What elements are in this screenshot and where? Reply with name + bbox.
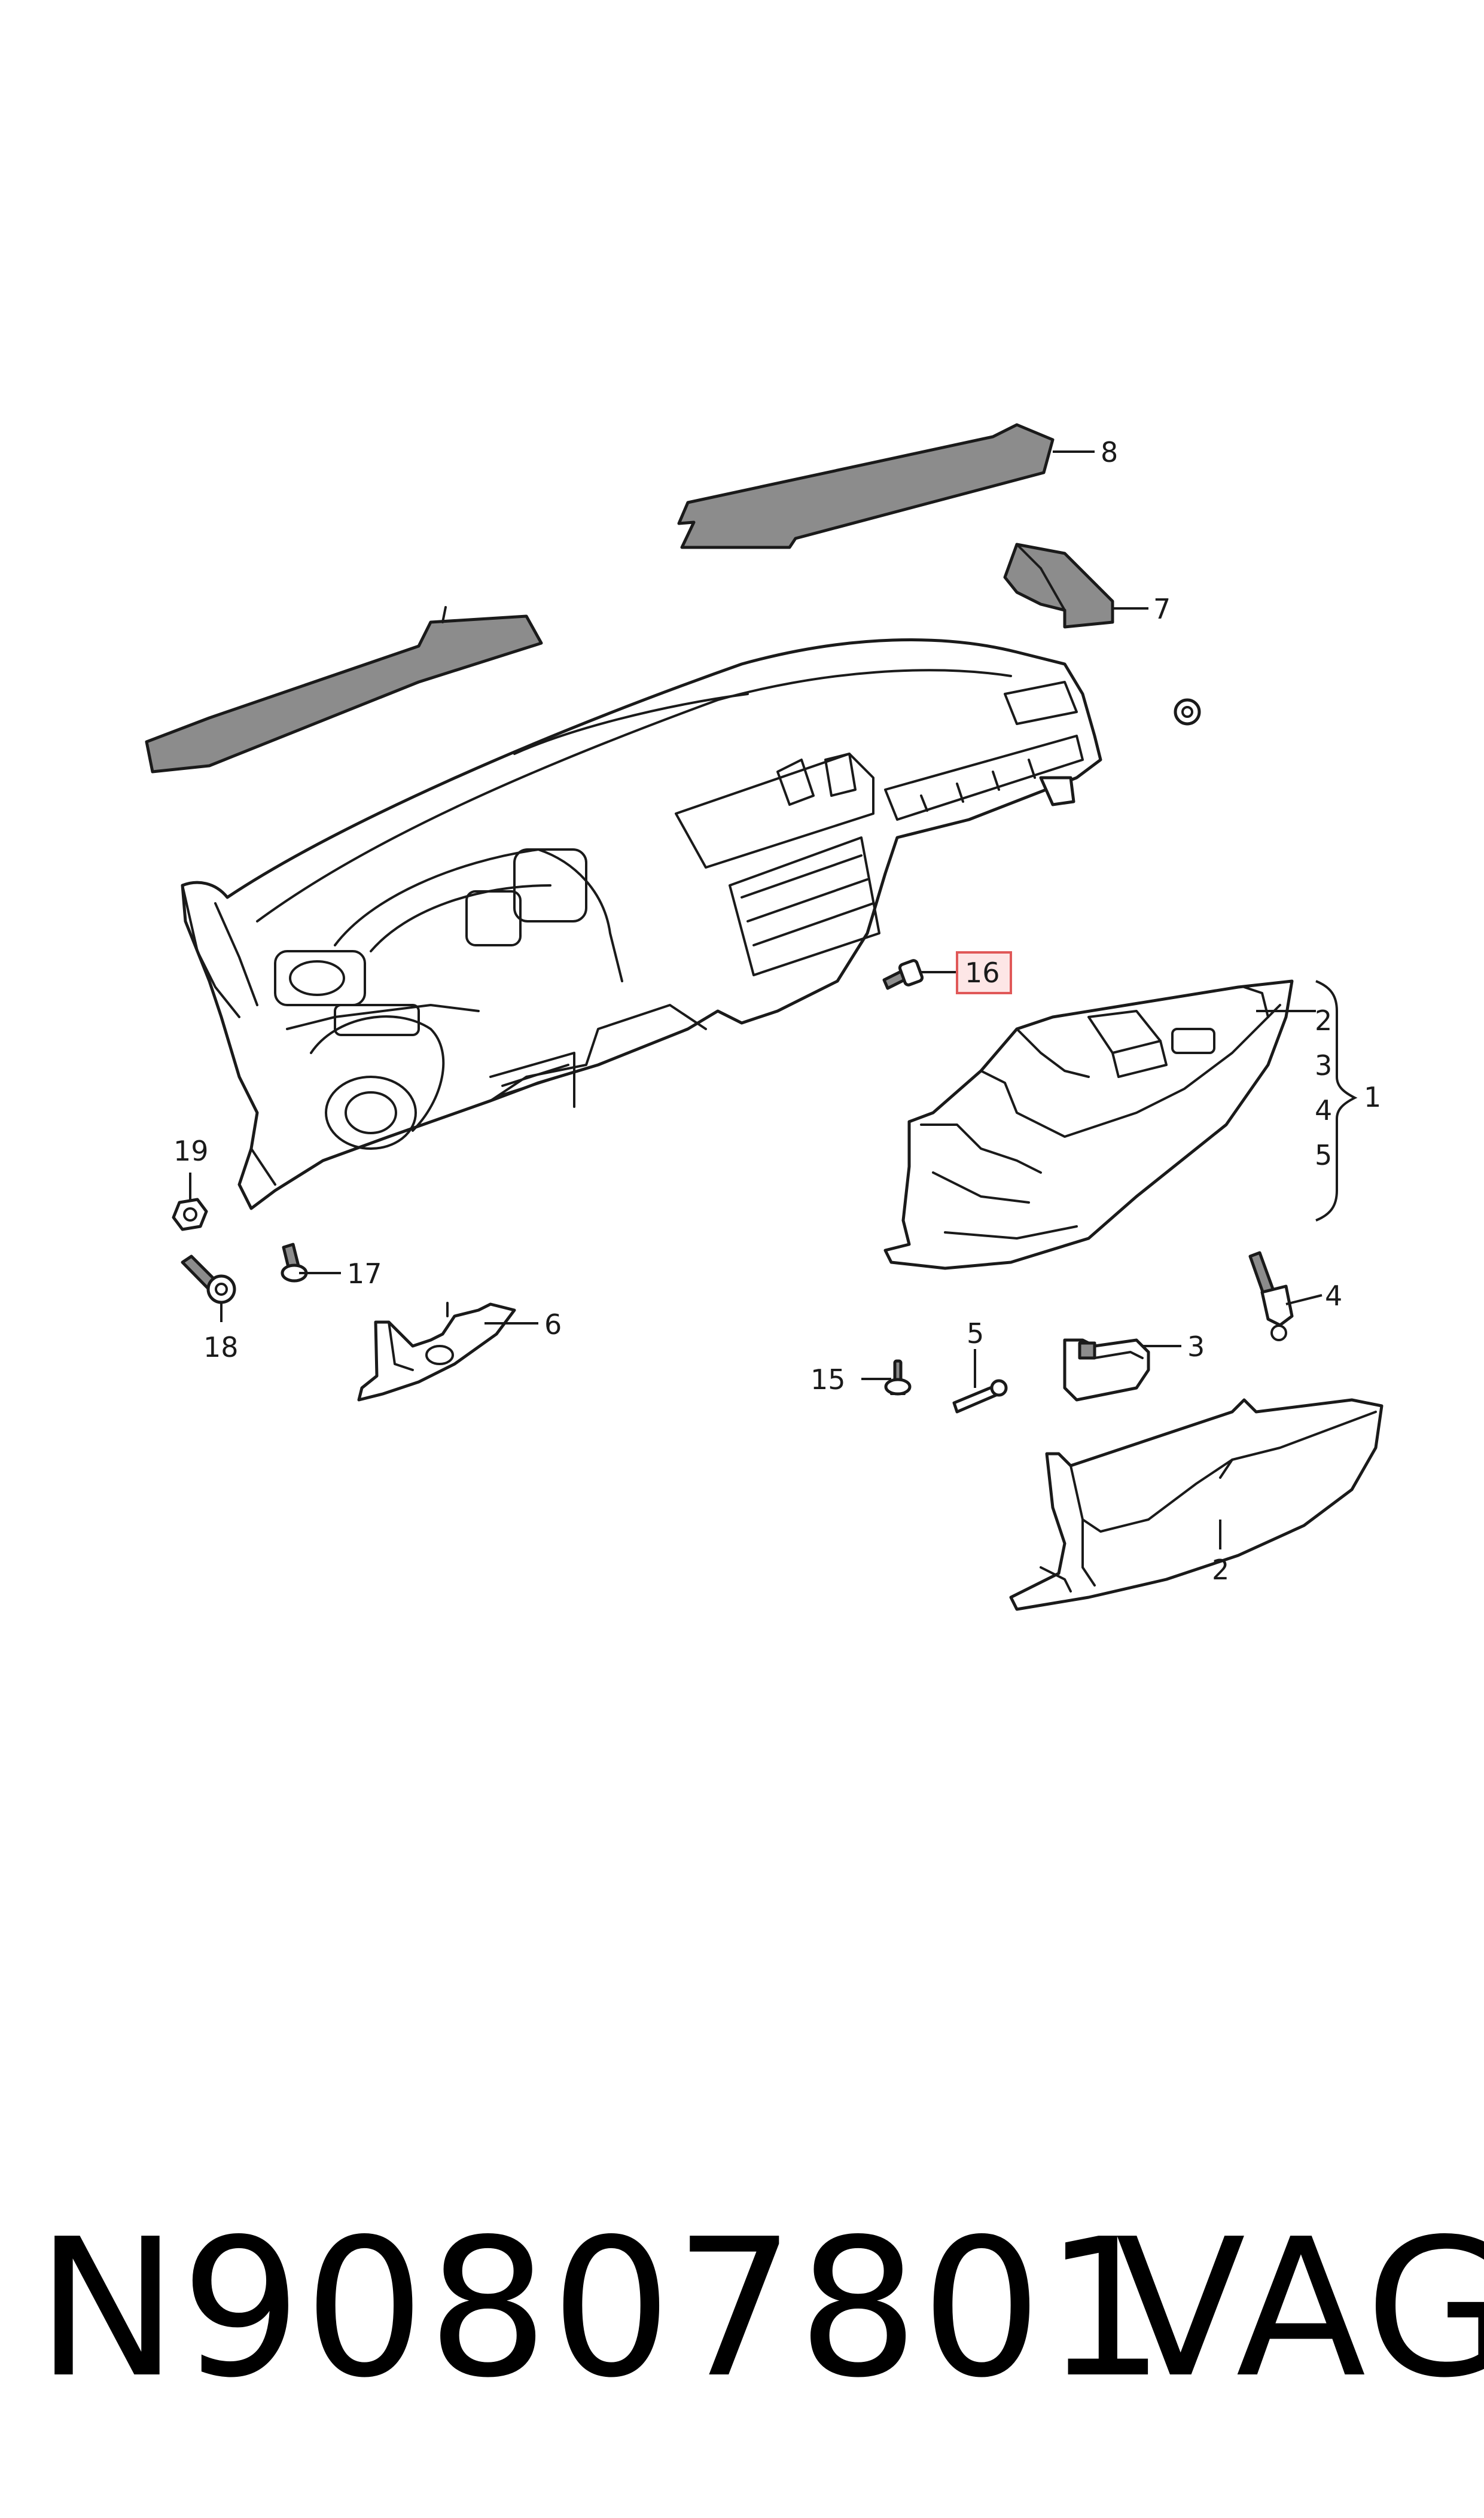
part-7-cover (1003, 543, 1114, 629)
callout-4-group: 4 (1315, 1094, 1332, 1126)
leader-lines (189, 450, 1358, 1549)
part-4-damper (1248, 1251, 1294, 1341)
part-17-screw (281, 1243, 308, 1283)
part-3-latch (1063, 1338, 1150, 1402)
callout-labels: 8 7 16 2 3 4 5 1 19 17 4 18 6 5 3 15 2 (173, 436, 1381, 1586)
callout-6: 6 (544, 1308, 562, 1341)
callout-2: 2 (1212, 1554, 1229, 1586)
nut-icon (1174, 698, 1201, 726)
part-15-screw (884, 1359, 912, 1396)
callout-1: 1 (1364, 1081, 1381, 1113)
callout-8: 8 (1101, 436, 1118, 468)
dashboard-panel (181, 638, 1102, 1210)
part-number: N90807801 (36, 2198, 1168, 2419)
callout-3: 3 (1187, 1330, 1205, 1363)
callout-2-group: 2 (1315, 1004, 1332, 1037)
brand-name: VAG (1116, 2198, 1484, 2419)
callout-3-group: 3 (1315, 1049, 1332, 1082)
callout-5-group: 5 (1315, 1139, 1332, 1171)
callout-7: 7 (1153, 593, 1171, 625)
callout-19: 19 (173, 1135, 209, 1167)
part-16-screw (882, 959, 924, 990)
callout-16: 16 (965, 957, 1000, 989)
callout-16-highlight (956, 951, 1012, 994)
callout-17: 17 (347, 1258, 382, 1290)
part-19-nut (172, 1198, 208, 1231)
part-1-glove-box-assembly (883, 979, 1294, 1270)
callout-4: 4 (1325, 1280, 1342, 1312)
part-8-trim-strip (145, 423, 1055, 774)
callout-18: 18 (203, 1331, 239, 1363)
callout-5: 5 (967, 1317, 984, 1350)
callout-15: 15 (810, 1363, 846, 1396)
part-6-trim-bracket (357, 1302, 516, 1402)
part-5-pin (952, 1379, 1008, 1414)
part-18-bolt (181, 1255, 236, 1304)
part-2-glove-box-lid (1009, 1398, 1384, 1611)
